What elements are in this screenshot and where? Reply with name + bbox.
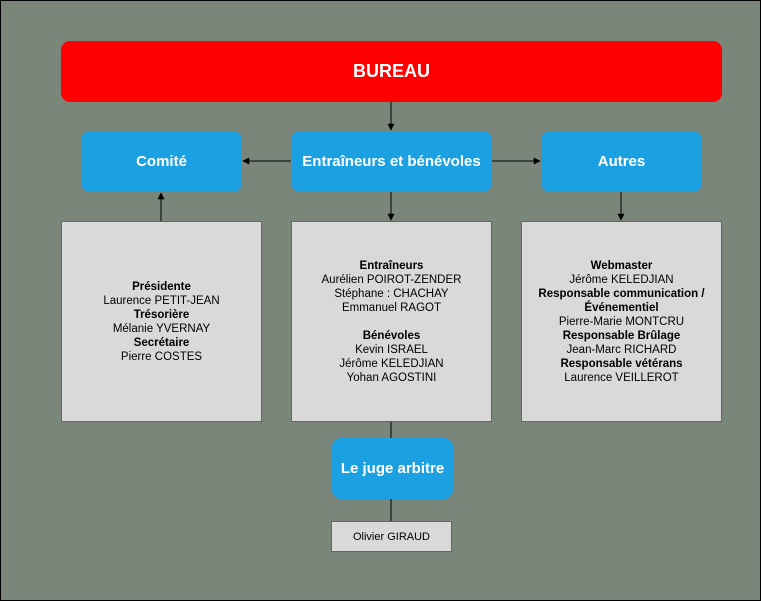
autres-panel: Webmaster Jérôme KELEDJIAN Responsable c… [521,221,722,422]
juge-name: Olivier GIRAUD [352,530,430,543]
bureau-box: BUREAU [61,41,722,102]
brulage-title: Responsable Brûlage [562,329,681,342]
bureau-label: BUREAU [352,61,430,81]
secretaire-title: Secrétaire [133,336,190,349]
entraineur-name: Emmanuel RAGOT [341,301,442,314]
benevoles-title: Bénévoles [362,329,421,342]
webmaster-title: Webmaster [590,259,653,272]
secretaire-name: Pierre COSTES [120,350,203,363]
entraineurs-benevoles-box: Entraîneurs et bénévoles [291,131,492,192]
comite-panel: Présidente Laurence PETIT-JEAN Trésorièr… [61,221,262,422]
juge-arbitre-label: Le juge arbitre [340,460,445,477]
communication-name: Pierre-Marie MONTCRU [558,315,685,328]
entraineur-name: Stéphane : CHACHAY [334,287,449,300]
entraineurs-panel: Entraîneurs Aurélien POIROT-ZENDER Stéph… [291,221,492,422]
presidente-name: Laurence PETIT-JEAN [103,294,220,307]
entraineur-name: Aurélien POIROT-ZENDER [321,273,462,286]
veterans-name: Laurence VEILLEROT [564,371,679,384]
benevole-name: Yohan AGOSTINI [346,371,437,384]
benevole-name: Jérôme KELEDJIAN [339,357,444,370]
communication-title-line1: Responsable communication / [538,287,705,300]
juge-arbitre-box: Le juge arbitre [332,438,453,499]
entraineurs-benevoles-label: Entraîneurs et bénévoles [302,153,481,170]
webmaster-name: Jérôme KELEDJIAN [569,273,674,286]
communication-title-line2: Événementiel [584,301,659,314]
veterans-title: Responsable vétérans [560,357,683,370]
presidente-title: Présidente [132,280,191,293]
tresoriere-title: Trésorière [133,308,190,321]
tresoriere-name: Mélanie YVERNAY [112,322,211,335]
juge-panel: Olivier GIRAUD [331,521,452,552]
autres-box: Autres [541,131,702,192]
comite-box: Comité [81,131,242,192]
autres-label: Autres [597,153,646,170]
benevole-name: Kevin ISRAEL [355,343,428,356]
brulage-name: Jean-Marc RICHARD [566,343,677,356]
comite-label: Comité [136,153,187,170]
entraineurs-title: Entraîneurs [359,259,424,272]
